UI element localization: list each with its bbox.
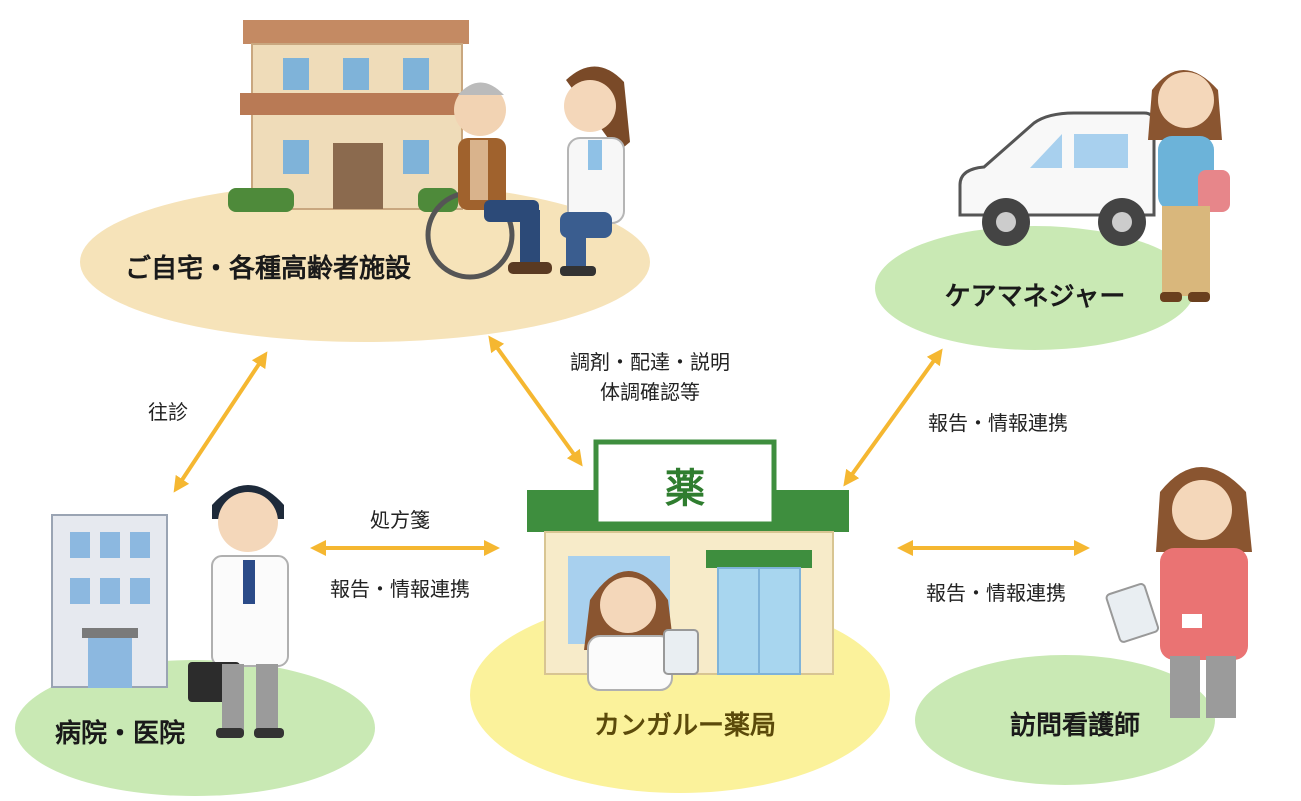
pharmacy-illustration: [527, 439, 849, 691]
node-hospital-label: 病院・医院: [54, 719, 185, 749]
nurse-illustration: [1105, 467, 1252, 718]
node-caremanager-label: ケアマネジャー: [944, 282, 1126, 312]
link-home-hospital: 往診: [148, 400, 188, 424]
elderly-wheelchair-illustration: [425, 82, 552, 280]
caregiver-illustration: [560, 66, 630, 276]
arrow-home-hospital: [173, 351, 268, 493]
arrow-caremanager-pharmacy: [843, 348, 943, 487]
doctor-illustration: [188, 485, 289, 738]
link-nurse-pharmacy: 報告・情報連携: [926, 581, 1066, 605]
link-home-pharmacy-line2: 体調確認等: [600, 380, 700, 404]
link-caremanager-pharmacy: 報告・情報連携: [928, 411, 1068, 435]
car-illustration: [958, 111, 1156, 246]
arrow-home-pharmacy: [488, 335, 583, 467]
link-hospital-pharmacy-bottom: 報告・情報連携: [330, 577, 470, 601]
pharmacy-sign: 薬: [665, 466, 705, 512]
hospital-ellipse: [15, 660, 375, 796]
link-home-pharmacy-line1: 調剤・配達・説明: [570, 350, 730, 374]
hospital-building-illustration: [51, 514, 168, 688]
house-illustration: [228, 20, 472, 212]
nurse-ellipse: [915, 655, 1215, 785]
node-home-label: ご自宅・各種高齢者施設: [124, 254, 411, 284]
caremanager-ellipse: [875, 226, 1195, 350]
caremanager-woman-illustration: [1148, 70, 1230, 302]
link-hospital-pharmacy-top: 処方箋: [370, 508, 430, 532]
node-pharmacy-label: カンガルー薬局: [593, 711, 776, 741]
arrows: [173, 335, 1090, 556]
node-nurse-label: 訪問看護師: [1009, 711, 1140, 741]
